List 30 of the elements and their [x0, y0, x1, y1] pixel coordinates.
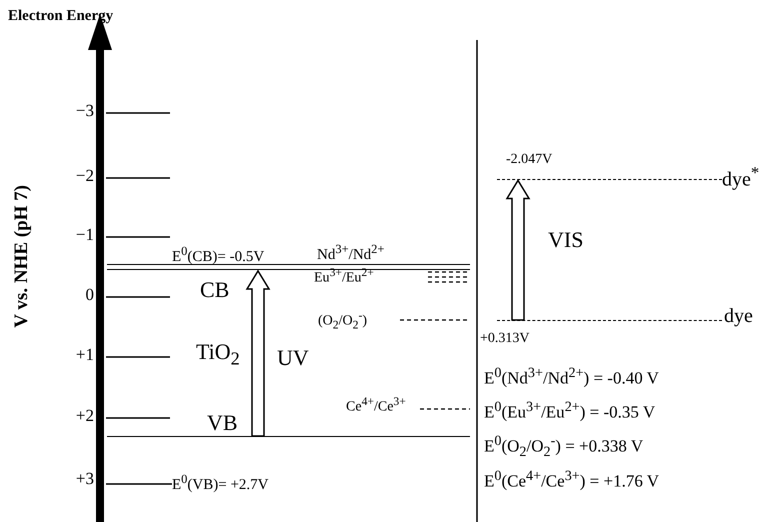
- hollow-arrow: [246, 270, 270, 437]
- couple-label: Nd$^{3+}$/Nd$^{2+}$: [317, 243, 384, 264]
- level-label: VB: [207, 411, 238, 436]
- tick-label: +2: [74, 407, 94, 426]
- tick-label: +3: [74, 470, 94, 489]
- energy-level-line: [107, 436, 470, 437]
- couple-label: (O$_{2}$/O$_{2}$$^{-}$): [318, 310, 367, 332]
- hollow-arrow: [506, 179, 530, 321]
- dashed-energy-level: [497, 179, 722, 180]
- equation-text: E$^{0}$(Ce$^{4+}$/Ce$^{3+}$) = +1.76 V: [484, 469, 660, 492]
- level-label: CB: [200, 278, 230, 302]
- couple-label: Ce$^{4+}$/Ce$^{3+}$: [346, 396, 406, 416]
- level-label: dye$^{*}$: [722, 164, 760, 191]
- value-label: -2.047V: [506, 152, 552, 168]
- tick-label: +1: [74, 346, 94, 365]
- value-label: +0.313V: [480, 331, 530, 346]
- equation-text: E$^{0}$(O$_{2}$/O$_{2}$$^{-}$) = +0.338 V: [484, 434, 644, 461]
- potential-label: E$^{0}$(CB)= -0.5V: [172, 245, 264, 266]
- potential-label: E$^{0}$(VB)= +2.7V: [172, 473, 269, 494]
- tick-label: −1: [74, 226, 94, 245]
- material-label: TiO$_{2}$: [196, 340, 240, 369]
- level-label: dye: [724, 305, 753, 327]
- tick-label: 0: [84, 286, 94, 305]
- equation-text: E$^{0}$(Eu$^{3+}$/Eu$^{2+}$) = -0.35 V: [484, 400, 656, 422]
- axis-title: V vs. NHE (pH 7): [12, 185, 33, 328]
- tick-label: −2: [74, 167, 94, 186]
- tick-label: −3: [74, 102, 94, 121]
- energy-level-line: [107, 264, 470, 270]
- dashed-energy-level: [497, 320, 722, 321]
- equation-text: E$^{0}$(Nd$^{3+}$/Nd$^{2+}$) = -0.40 V: [484, 366, 659, 388]
